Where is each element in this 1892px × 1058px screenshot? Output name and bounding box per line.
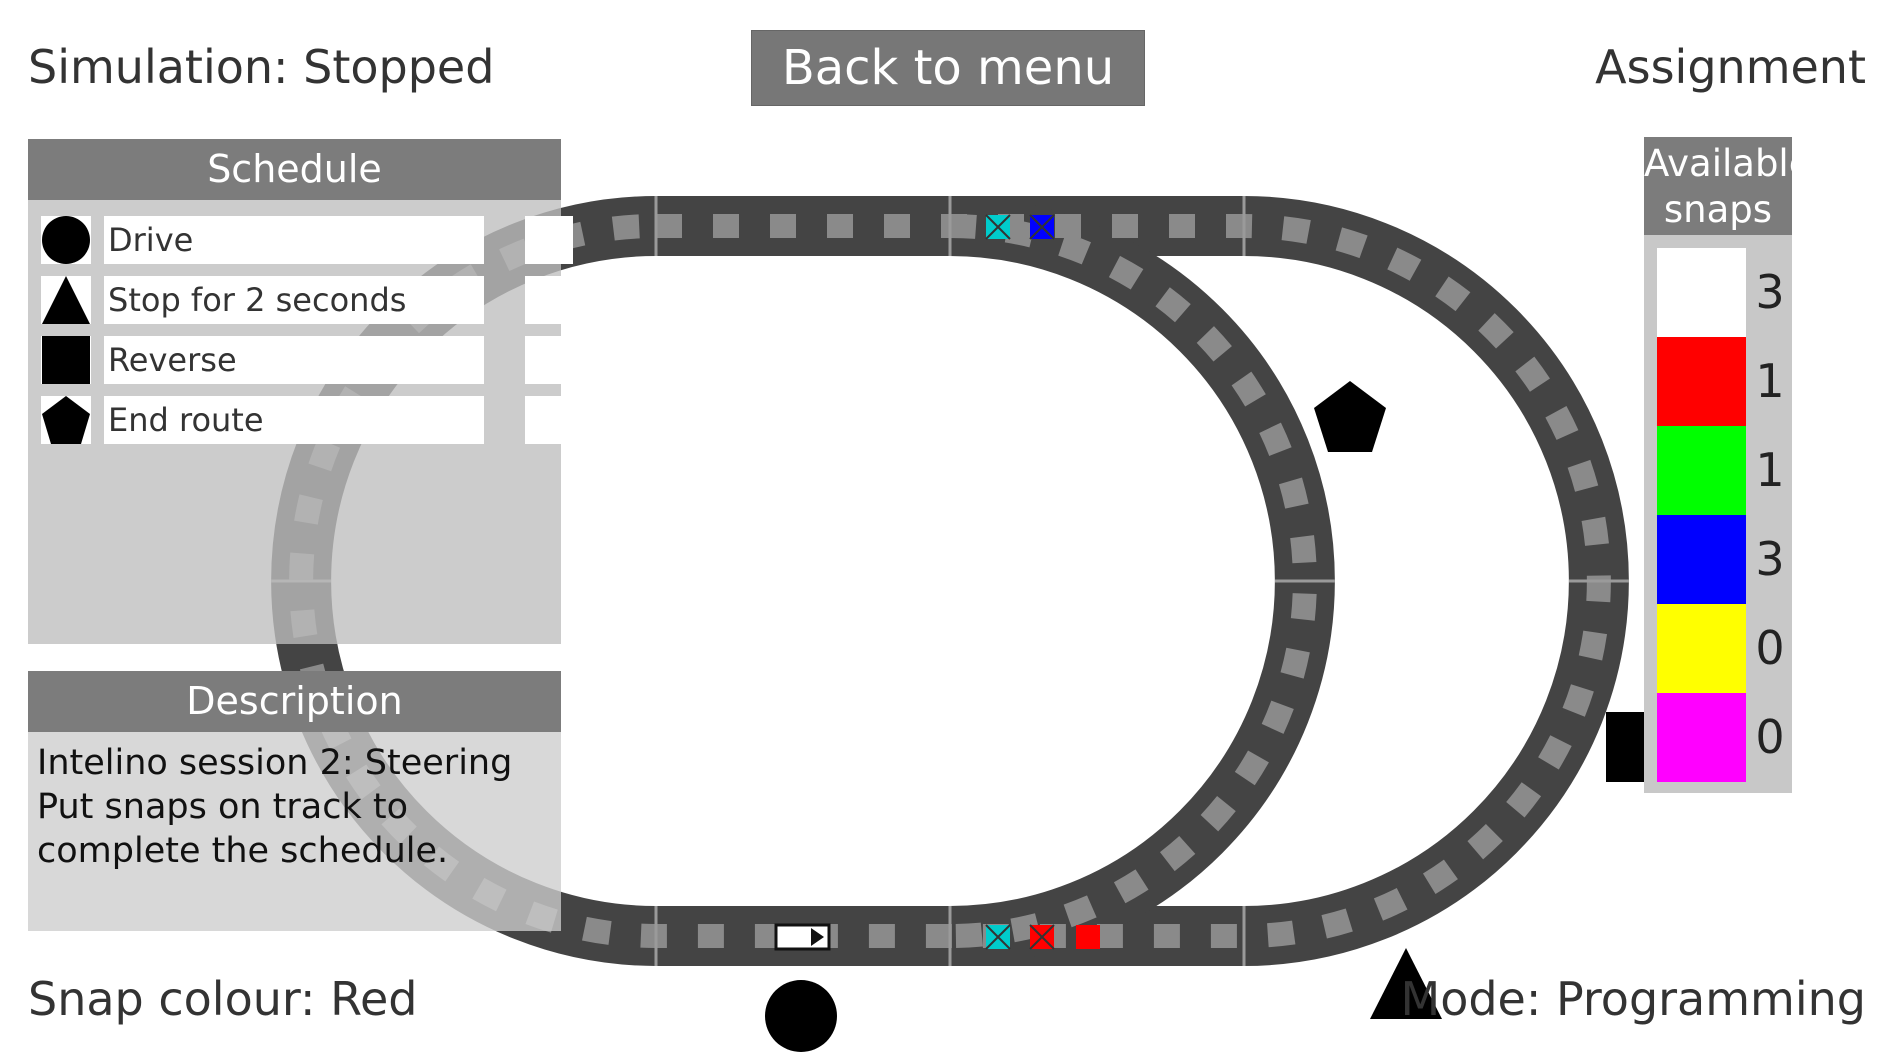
schedule-step-label: Stop for 2 seconds [104, 276, 484, 324]
snap-colour-status: Snap colour: Red [28, 972, 418, 1026]
triangle-icon [41, 276, 91, 324]
schedule-step-label: End route [104, 396, 484, 444]
snap-swatch[interactable] [1657, 515, 1746, 604]
track-joints [271, 196, 1629, 966]
snap-option-white[interactable]: 3 [1657, 248, 1787, 337]
pentagon-icon [41, 396, 91, 444]
description-line: complete the schedule. [37, 831, 449, 871]
track-snap-2[interactable] [1029, 214, 1055, 240]
snap-swatch[interactable] [1657, 337, 1746, 426]
snap-count: 3 [1755, 265, 1785, 319]
snap-option-blue[interactable]: 3 [1657, 515, 1787, 604]
snap-count: 1 [1755, 354, 1785, 408]
triangle-marker-icon [1370, 948, 1442, 1019]
snap-swatch[interactable] [1657, 604, 1746, 693]
track-snap-4[interactable] [1029, 924, 1055, 950]
schedule-step-label: Reverse [104, 336, 484, 384]
snap-swatch[interactable] [1657, 248, 1746, 337]
snap-swatch[interactable] [1657, 426, 1746, 515]
available-snaps-title: Available snaps [1644, 137, 1812, 235]
snap-count: 1 [1755, 443, 1785, 497]
schedule-step-status [525, 336, 573, 384]
square-icon [41, 336, 91, 384]
schedule-title: Schedule [28, 139, 561, 200]
available-snaps-title-line: Available [1644, 142, 1812, 185]
description-panel: Description Intelino session 2: Steering… [28, 671, 561, 931]
schedule-step-label: Drive [104, 216, 484, 264]
train-icon[interactable] [774, 923, 831, 951]
schedule-step-status [525, 216, 573, 264]
schedule-step-status [525, 276, 573, 324]
track-snap-5[interactable] [1076, 925, 1100, 949]
simulation-status: Simulation: Stopped [28, 40, 495, 94]
snap-option-green[interactable]: 1 [1657, 426, 1787, 515]
snap-count: 3 [1755, 532, 1785, 586]
description-title: Description [28, 671, 561, 732]
available-snaps-title-line: snaps [1663, 188, 1773, 231]
description-line: Intelino session 2: Steering [37, 743, 513, 783]
mode-status: Mode: Programming [1400, 972, 1866, 1026]
available-snaps-panel: Available snaps 3 1 1 3 0 0 [1644, 137, 1812, 793]
pentagon-marker-icon [1314, 381, 1386, 452]
snap-count: 0 [1755, 710, 1785, 764]
snap-option-magenta[interactable]: 0 [1657, 693, 1787, 782]
snap-swatch[interactable] [1657, 693, 1746, 782]
track-branch[interactable] [949, 196, 1335, 966]
schedule-panel: Schedule Drive Stop for 2 seconds Revers… [28, 139, 573, 644]
snap-count: 0 [1755, 621, 1785, 675]
circle-icon [41, 216, 91, 264]
snap-option-yellow[interactable]: 0 [1657, 604, 1787, 693]
level-title: Assignment [1595, 40, 1866, 94]
track-snap-1[interactable] [985, 214, 1011, 240]
track-snap-3[interactable] [985, 924, 1011, 950]
circle-marker-icon [765, 980, 837, 1052]
back-to-menu-button[interactable]: Back to menu [751, 30, 1145, 106]
schedule-step-status [525, 396, 573, 444]
description-line: Put snaps on track to [37, 787, 409, 827]
track-branch-sleepers [949, 214, 1317, 948]
snap-option-red[interactable]: 1 [1657, 337, 1787, 426]
